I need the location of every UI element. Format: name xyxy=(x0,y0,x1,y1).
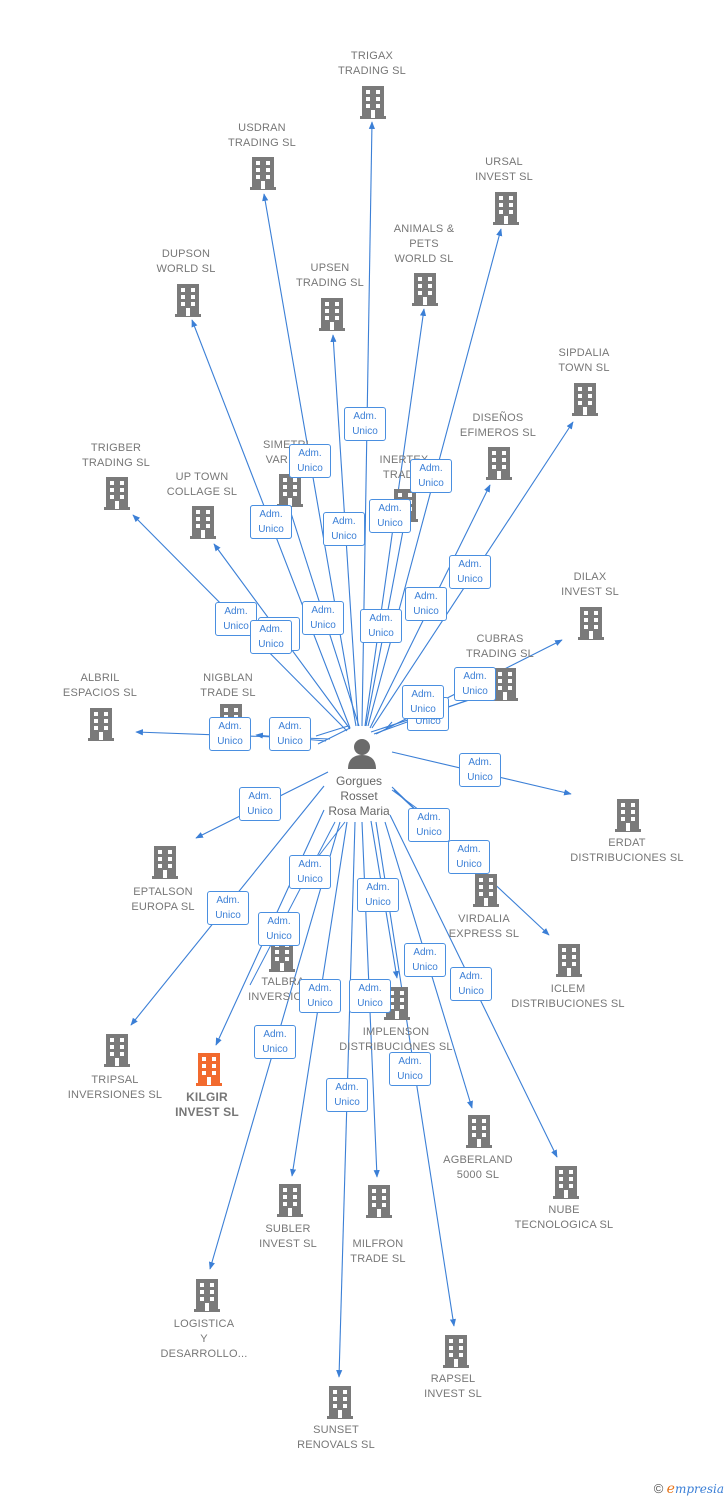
building-icon-sunset-renovals-sl[interactable] xyxy=(327,1386,353,1419)
company-label-erdat-distribuciones-sl[interactable]: ERDAT DISTRIBUCIONES SL xyxy=(570,837,684,864)
building-icon-trigax-trading-sl[interactable] xyxy=(360,86,386,119)
role-badge: Adm. Unico xyxy=(302,601,344,635)
role-badge: Adm. Unico xyxy=(369,499,411,533)
role-badge: Adm. Unico xyxy=(360,609,402,643)
company-label-kilgir-invest-sl[interactable]: KILGIR INVEST SL xyxy=(175,1090,239,1119)
building-icon-trigber-trading-sl[interactable] xyxy=(104,477,130,510)
company-label-subler-invest-sl[interactable]: SUBLER INVEST SL xyxy=(259,1223,317,1250)
company-label-virdalia-express-sl[interactable]: VIRDALIA EXPRESS SL xyxy=(448,913,520,940)
role-badge: Adm. Unico xyxy=(404,943,446,977)
edge-extra xyxy=(315,725,349,737)
role-badge: Adm. Unico xyxy=(408,808,450,842)
role-badge: Adm. Unico xyxy=(209,717,251,751)
person-icon xyxy=(348,739,376,769)
building-icon-up-town-collage-sl[interactable] xyxy=(190,506,216,539)
role-badge: Adm. Unico xyxy=(323,512,365,546)
role-badge: Adm. Unico xyxy=(299,979,341,1013)
building-icon-kilgir-invest-sl[interactable] xyxy=(196,1053,222,1086)
center-person-name[interactable]: Gorgues Rosset Rosa Maria xyxy=(328,774,390,818)
role-badge: Adm. Unico xyxy=(402,685,444,719)
edge-extra xyxy=(384,721,393,731)
edge-extra xyxy=(249,821,336,986)
role-badge: Adm. Unico xyxy=(357,878,399,912)
company-label-eptalson-europa-sl[interactable]: EPTALSON EUROPA SL xyxy=(131,886,195,913)
company-label-ursal-invest-sl[interactable]: URSAL INVEST SL xyxy=(475,156,533,183)
building-icon-dise-os-efimeros-sl[interactable] xyxy=(486,447,512,480)
building-icon-eptalson-europa-sl[interactable] xyxy=(152,846,178,879)
role-badge: Adm. Unico xyxy=(254,1025,296,1059)
building-icon-usdran-trading-sl[interactable] xyxy=(250,157,276,190)
role-badge: Adm. Unico xyxy=(239,787,281,821)
company-label-animals-pets-world-sl[interactable]: ANIMALS & PETS WORLD SL xyxy=(393,223,455,265)
role-badge: Adm. Unico xyxy=(207,891,249,925)
company-label-iclem-distribuciones-sl[interactable]: ICLEM DISTRIBUCIONES SL xyxy=(511,983,625,1010)
company-label-trigax-trading-sl[interactable]: TRIGAX TRADING SL xyxy=(337,50,406,77)
company-label-usdran-trading-sl[interactable]: USDRAN TRADING SL xyxy=(227,122,296,149)
role-badge: Adm. Unico xyxy=(289,444,331,478)
copyright-icon: © xyxy=(653,1481,664,1496)
role-badge: Adm. Unico xyxy=(289,855,331,889)
company-label-albril-espacios-sl[interactable]: ALBRIL ESPACIOS SL xyxy=(62,672,138,699)
role-badge: Adm. Unico xyxy=(250,505,292,539)
building-icon-nube-tecnologica-sl[interactable] xyxy=(553,1166,579,1199)
role-badge: Adm. Unico xyxy=(449,555,491,589)
company-label-agberland-5000-sl[interactable]: AGBERLAND 5000 SL xyxy=(443,1154,513,1181)
brand-logo-e: e xyxy=(666,1481,675,1497)
company-label-implenson-distribuciones-sl[interactable]: IMPLENSON DISTRIBUCIONES SL xyxy=(339,1026,453,1053)
company-label-rapsel-invest-sl[interactable]: RAPSEL INVEST SL xyxy=(424,1373,482,1400)
role-badge: Adm. Unico xyxy=(459,753,501,787)
building-icon-agberland-5000-sl[interactable] xyxy=(466,1115,492,1148)
role-badge: Adm. Unico xyxy=(454,667,496,701)
building-icon-tripsal-inversiones-sl[interactable] xyxy=(104,1034,130,1067)
building-icon-upsen-trading-sl[interactable] xyxy=(319,298,345,331)
building-icon-subler-invest-sl[interactable] xyxy=(277,1184,303,1217)
role-badge: Adm. Unico xyxy=(349,979,391,1013)
role-badge: Adm. Unico xyxy=(450,967,492,1001)
building-icon-animals-pets-world-sl[interactable] xyxy=(412,273,438,306)
company-label-dilax-invest-sl[interactable]: DILAX INVEST SL xyxy=(561,571,619,598)
footer-brand: © empresia xyxy=(654,1481,724,1497)
company-label-up-town-collage-sl[interactable]: UP TOWN COLLAGE SL xyxy=(166,471,238,498)
building-icon-simetri-variab[interactable] xyxy=(277,474,303,507)
role-badge: Adm. Unico xyxy=(448,840,490,874)
building-icon-albril-espacios-sl[interactable] xyxy=(88,708,114,741)
building-icon-sipdalia-town-sl[interactable] xyxy=(572,383,598,416)
company-label-upsen-trading-sl[interactable]: UPSEN TRADING SL xyxy=(295,262,364,289)
role-badge: Adm. Unico xyxy=(250,620,292,654)
building-icon-iclem-distribuciones-sl[interactable] xyxy=(556,944,582,977)
company-label-nube-tecnologica-sl[interactable]: NUBE TECNOLOGICA SL xyxy=(514,1204,614,1231)
building-icon-logistica-y-desarrollo[interactable] xyxy=(194,1279,220,1312)
building-icon-erdat-distribuciones-sl[interactable] xyxy=(615,799,641,832)
company-label-nigblan-trade-sl[interactable]: NIGBLAN TRADE SL xyxy=(200,672,256,699)
building-icon-milfron-trade-sl[interactable] xyxy=(366,1185,392,1218)
building-icon-dilax-invest-sl[interactable] xyxy=(578,607,604,640)
role-badge: Adm. Unico xyxy=(410,459,452,493)
company-label-cubras-trading-sl[interactable]: CUBRAS TRADING SL xyxy=(465,633,534,660)
company-label-dise-os-efimeros-sl[interactable]: DISEÑOS EFIMEROS SL xyxy=(459,412,537,439)
brand-logo-text: mpresia xyxy=(674,1482,724,1496)
role-badge: Adm. Unico xyxy=(269,717,311,751)
role-badge: Adm. Unico xyxy=(405,587,447,621)
building-icon-ursal-invest-sl[interactable] xyxy=(493,192,519,225)
company-label-sipdalia-town-sl[interactable]: SIPDALIA TOWN SL xyxy=(558,347,610,374)
company-label-inertex-tradin[interactable]: INERTEX TRADIN xyxy=(379,454,429,481)
role-badge: Adm. Unico xyxy=(389,1052,431,1086)
role-badge: Adm. Unico xyxy=(344,407,386,441)
building-icon-dupson-world-sl[interactable] xyxy=(175,284,201,317)
company-label-dupson-world-sl[interactable]: DUPSON WORLD SL xyxy=(156,248,216,275)
edge-extra xyxy=(317,727,351,745)
role-badge: Adm. Unico xyxy=(258,912,300,946)
company-label-sunset-renovals-sl[interactable]: SUNSET RENOVALS SL xyxy=(297,1424,375,1451)
company-label-tripsal-inversiones-sl[interactable]: TRIPSAL INVERSIONES SL xyxy=(67,1074,163,1101)
building-icon-rapsel-invest-sl[interactable] xyxy=(443,1335,469,1368)
company-label-trigber-trading-sl[interactable]: TRIGBER TRADING SL xyxy=(81,442,150,469)
company-label-milfron-trade-sl[interactable]: MILFRON TRADE SL xyxy=(350,1238,406,1265)
company-label-logistica-y-desarrollo[interactable]: LOGISTICA Y DESARROLLO... xyxy=(160,1318,248,1360)
role-badge: Adm. Unico xyxy=(326,1078,368,1112)
building-icon-virdalia-express-sl[interactable] xyxy=(473,874,499,907)
